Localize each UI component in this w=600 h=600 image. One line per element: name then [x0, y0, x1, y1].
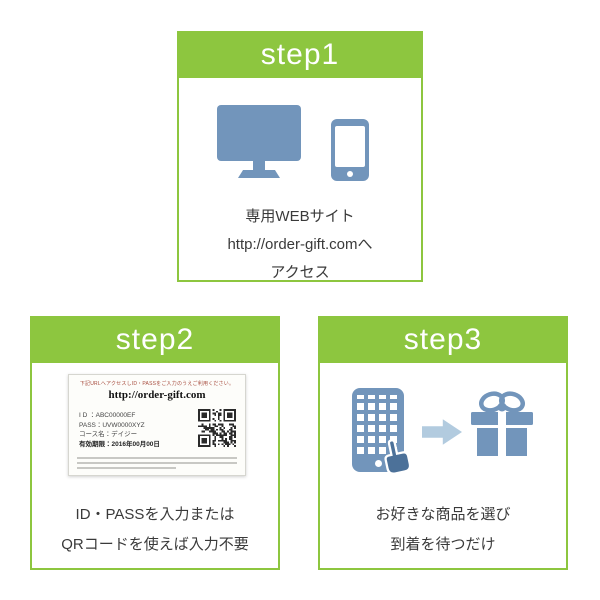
step1-caption-line3: アクセス [270, 264, 330, 281]
step3-caption-line2: 到着を待つだけ [390, 536, 496, 553]
step2-box: step2 下記URLへアクセスしID・PASSをご入力のうえご利用ください。 … [30, 316, 280, 570]
step3-caption: お好きな商品を選び 到着を待つだけ [320, 500, 566, 560]
step2-caption-line2: QRコードを使えば入力不要 [61, 536, 249, 553]
right-arrow-icon [422, 419, 462, 445]
card-id-line: I D ：ABC00000EF [79, 412, 136, 419]
step1-box: step1 専用WEBサイト http://order-gift.comへ アク… [177, 31, 423, 282]
phone-home-button [374, 460, 382, 467]
id-pass-card: 下記URLへアクセスしID・PASSをご入力のうえご利用ください。 http:/… [68, 374, 246, 476]
card-pass-line: PASS：UVW0000XYZ [79, 421, 145, 429]
step2-caption: ID・PASSを入力または QRコードを使えば入力不要 [32, 500, 278, 560]
step1-caption-line2: http://order-gift.comへ [227, 236, 373, 253]
gift-box-icon [471, 391, 533, 456]
step2-caption-line1: ID・PASSを入力または [75, 506, 235, 523]
card-fields: I D ：ABC00000EF PASS：UVW0000XYZ コース名：デイジ… [79, 411, 197, 449]
step1-caption-line1: 専用WEBサイト [245, 208, 355, 225]
monitor-base [238, 170, 280, 178]
smartphone-icon [331, 119, 369, 181]
card-notice: 下記URLへアクセスしID・PASSをご入力のうえご利用ください。 [79, 381, 235, 387]
step2-label: step2 [115, 322, 195, 356]
smartphone-screen [335, 126, 365, 167]
step3-box: step3 お好きな商品を選び 到着を待つだけ [318, 316, 568, 570]
card-url: http://order-gift.com [108, 389, 206, 401]
pointer-hand-icon [384, 439, 412, 475]
footnote-bar [77, 457, 237, 459]
smartphone-home-button [347, 171, 353, 177]
monitor-neck [253, 161, 265, 170]
shopping-phone-icon [352, 388, 412, 475]
step1-caption: 専用WEBサイト http://order-gift.comへ アクセス [179, 203, 421, 287]
step1-header: step1 [177, 31, 423, 78]
step3-caption-line1: お好きな商品を選び [375, 506, 511, 523]
step3-label: step3 [403, 322, 483, 356]
footnote-bar [77, 467, 177, 469]
footnote-bar [77, 462, 237, 464]
app-grid-screen [357, 395, 399, 454]
qr-code [198, 409, 236, 447]
card-footnote-lines [77, 454, 237, 469]
step2-header: step2 [30, 316, 280, 363]
card-expiry-line: 有効期限：2016年00月00日 [79, 440, 160, 448]
step1-label: step1 [260, 37, 340, 71]
desktop-monitor-icon [215, 105, 305, 179]
card-course-line: コース名：デイジー [79, 431, 138, 438]
step3-header: step3 [318, 316, 568, 363]
monitor-screen [217, 105, 301, 161]
